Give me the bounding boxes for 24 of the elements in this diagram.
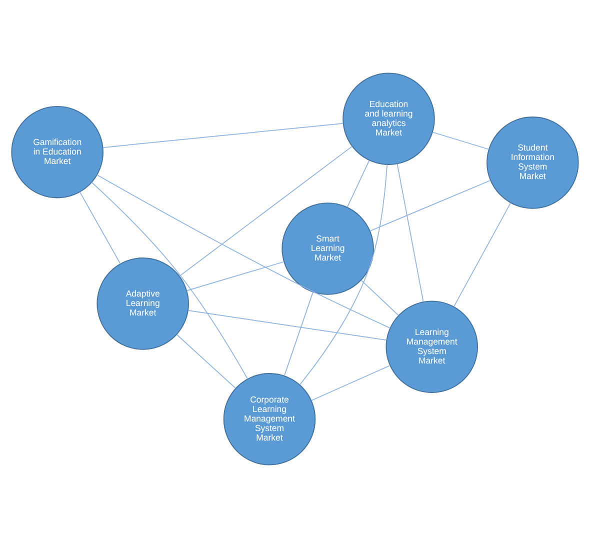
connector <box>176 334 236 389</box>
connector <box>186 261 284 292</box>
connector <box>360 280 399 316</box>
node-circle: Student Information System Market <box>486 116 579 209</box>
node-circle: Learning Management System Market <box>386 300 478 394</box>
connector <box>91 182 248 380</box>
connector <box>284 292 314 376</box>
node-circle: Corporate Learning Management System Market <box>223 373 316 466</box>
node-circle: Education and learning analytics Market <box>342 72 435 165</box>
connector <box>396 163 424 302</box>
connector <box>178 146 353 277</box>
node-circle: Smart Learning Market <box>282 202 374 295</box>
connector <box>102 123 344 148</box>
connector <box>370 180 491 232</box>
connector <box>453 202 512 308</box>
node-circle: Gamification in Education Market <box>11 106 104 198</box>
connector <box>299 164 388 386</box>
connector <box>79 192 121 264</box>
connector <box>346 160 370 208</box>
connector <box>432 132 490 150</box>
connector <box>311 365 390 401</box>
node-circle: Adaptive Learning Market <box>96 258 189 350</box>
connector <box>188 310 387 341</box>
connector <box>96 174 390 328</box>
